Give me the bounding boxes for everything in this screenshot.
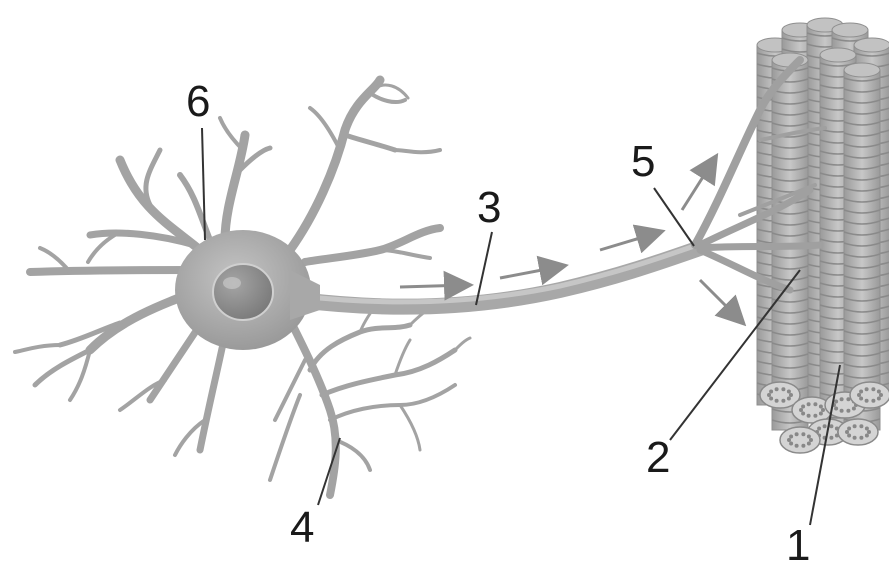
label-5: 5 [631, 140, 655, 184]
label-4: 4 [290, 506, 314, 550]
arrow-terminal-down [700, 280, 742, 322]
label-3: 3 [477, 186, 501, 230]
leader-line-5 [654, 188, 694, 246]
nucleus [213, 264, 273, 320]
arrow-terminal-up [682, 158, 715, 210]
arrow-along-axon-1 [400, 285, 468, 287]
fiber-cross-section [780, 427, 820, 453]
fiber-cross-section [850, 382, 889, 408]
label-1: 1 [786, 524, 810, 568]
label-2: 2 [646, 436, 670, 480]
arrow-along-axon-3 [600, 232, 660, 250]
label-6: 6 [186, 80, 210, 124]
arrow-along-axon-2 [500, 266, 563, 278]
fiber-cross-section [838, 419, 878, 445]
